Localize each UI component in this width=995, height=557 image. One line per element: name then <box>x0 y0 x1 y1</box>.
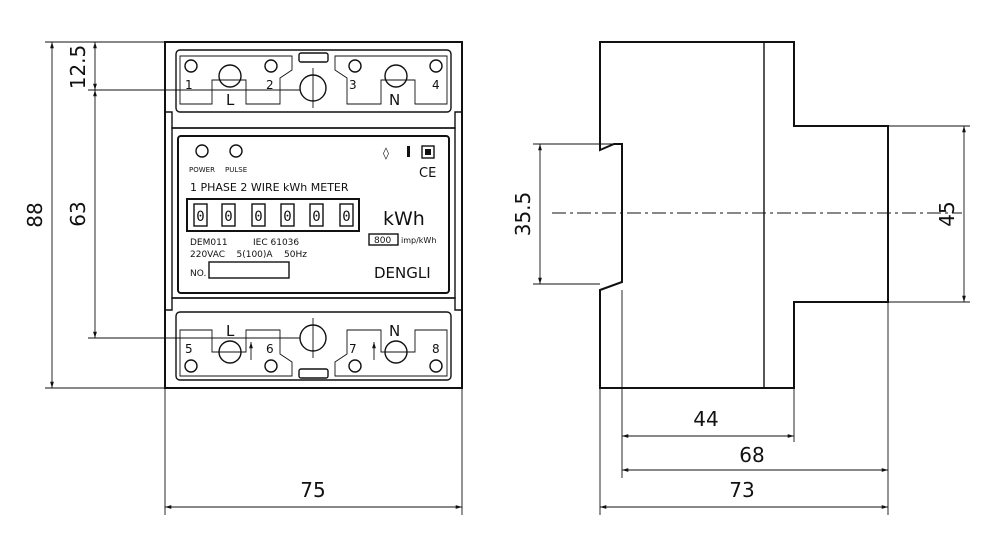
counter-digit-value: 0 <box>196 209 204 225</box>
dim-top-offset: 12.5 <box>66 45 90 90</box>
counter-digit-values: 0 0 0 0 0 0 <box>196 209 350 225</box>
serial-label: NO. <box>190 269 206 279</box>
dim-front-height: 45 <box>935 201 959 226</box>
counter-digit <box>280 203 295 227</box>
side-dimensions: 35.5 45 44 68 73 <box>511 125 970 515</box>
counter-digit-value: 0 <box>224 209 232 225</box>
meter-body-outline <box>164 41 463 389</box>
display-panel <box>177 135 450 294</box>
dim-overall-height: 88 <box>23 202 47 227</box>
double-insulation-icon <box>421 145 435 159</box>
counter-digit-value: 0 <box>312 209 320 225</box>
counter-digit <box>251 203 266 227</box>
serial-number-box <box>208 261 290 279</box>
terminal-number-1: 1 <box>185 78 193 92</box>
neutral-label-bottom: N <box>389 322 400 340</box>
pulse-label: PULSE <box>225 166 247 174</box>
display-housing <box>171 127 456 299</box>
counter-digit <box>339 203 354 227</box>
bottom-terminal-block <box>175 311 452 381</box>
model-label: DEM011 <box>190 238 228 248</box>
terminal-number-4: 4 <box>432 78 440 92</box>
impulse-unit: imp/kWh <box>401 236 436 245</box>
dim-depth-total: 73 <box>729 478 754 502</box>
top-seal-slot <box>298 52 329 63</box>
counter-digits <box>193 203 354 227</box>
counter-digit-value: 0 <box>283 209 291 225</box>
front-dimensions: 88 12.5 63 75 <box>23 41 463 515</box>
dim-rail-width: 35.5 <box>511 192 535 237</box>
dim-depth-body: 44 <box>693 407 718 431</box>
kwh-unit-label: kWh <box>383 208 425 230</box>
impulse-rate: 800 <box>374 236 391 246</box>
terminal-number-5: 5 <box>185 342 193 356</box>
bottom-seal-slot <box>298 368 329 379</box>
terminal-number-2: 2 <box>266 78 274 92</box>
brand-logo: DENGLI <box>374 264 431 282</box>
line-label-top: L <box>226 91 235 109</box>
dim-depth-mid: 68 <box>739 443 764 467</box>
power-label: POWER <box>189 166 215 174</box>
impulse-rate-box <box>368 233 399 246</box>
front-view: 1 2 3 4 L N 5 6 7 8 L N POWER PULSE ◊ CE… <box>164 41 463 389</box>
terminal-number-6: 6 <box>266 342 274 356</box>
side-profile <box>599 41 889 389</box>
ratings-label: 220VAC 5(100)A 50Hz <box>190 250 307 260</box>
counter-digit-value: 0 <box>342 209 350 225</box>
counter-window <box>186 198 360 232</box>
counter-digit <box>221 203 236 227</box>
line-label-bottom: L <box>226 322 235 340</box>
dim-module-height: 63 <box>66 201 90 226</box>
pulse-led-icon <box>229 144 243 158</box>
meter-title: 1 PHASE 2 WIRE kWh METER <box>190 181 349 194</box>
side-view <box>552 41 962 389</box>
terminal-number-8: 8 <box>432 342 440 356</box>
standard-label: IEC 61036 <box>253 238 299 248</box>
rotation-symbol-icon: ◊ <box>383 146 389 160</box>
dim-width: 75 <box>300 478 325 502</box>
counter-digit-value: 0 <box>254 209 262 225</box>
terminal-number-3: 3 <box>349 78 357 92</box>
neutral-label-top: N <box>389 91 400 109</box>
power-led-icon <box>195 144 209 158</box>
counter-digit <box>193 203 208 227</box>
ce-mark: CE <box>419 166 436 181</box>
counter-digit <box>309 203 324 227</box>
thermometer-icon <box>407 146 410 157</box>
top-terminal-block <box>175 49 452 113</box>
terminal-number-7: 7 <box>349 342 357 356</box>
